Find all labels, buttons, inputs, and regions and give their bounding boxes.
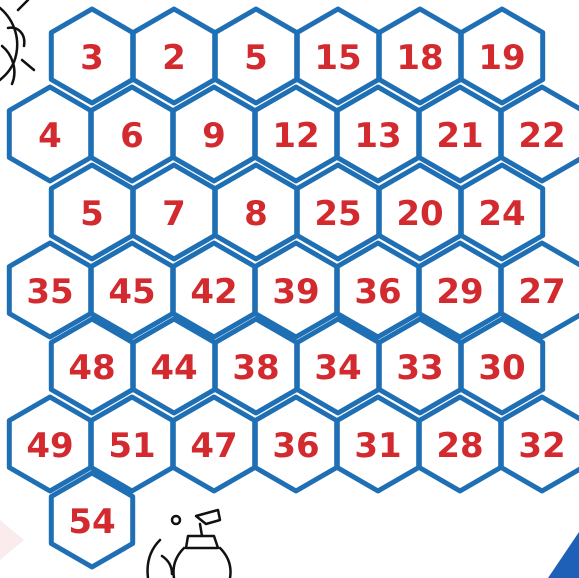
corner-fade	[0, 520, 24, 560]
hex-cell[interactable]: 25	[297, 165, 378, 259]
hex-cell-number: 19	[478, 38, 525, 78]
hex-cell[interactable]: 13	[337, 87, 418, 181]
hex-cell[interactable]: 24	[461, 165, 542, 259]
hex-cell-number: 47	[190, 426, 237, 466]
bug-doodle-icon	[0, 0, 34, 86]
hex-cell-number: 3	[80, 38, 104, 78]
hex-cell-number: 8	[244, 194, 268, 234]
hex-cell-number: 5	[244, 38, 268, 78]
hex-cell[interactable]: 8	[215, 165, 296, 259]
hex-cell-number: 34	[314, 348, 361, 388]
hex-cell-number: 4	[38, 116, 62, 156]
hex-cell-number: 15	[314, 38, 361, 78]
corner-triangle	[548, 532, 579, 578]
hex-cell-number: 7	[162, 194, 186, 234]
hex-cell-number: 36	[272, 426, 319, 466]
hex-cell-number: 31	[354, 426, 401, 466]
hex-cell[interactable]: 5	[51, 165, 132, 259]
hex-cell-number: 5	[80, 194, 104, 234]
hex-cell[interactable]: 34	[297, 319, 378, 413]
hex-cell[interactable]: 2	[133, 9, 214, 103]
hex-cell[interactable]: 5	[215, 9, 296, 103]
hex-cell[interactable]: 7	[133, 165, 214, 259]
hex-cell-number: 2	[162, 38, 186, 78]
hex-cell-number: 30	[478, 348, 525, 388]
hex-cell-number: 54	[68, 502, 115, 542]
hex-cell[interactable]: 35	[9, 243, 90, 337]
hex-cell-number: 9	[202, 116, 226, 156]
hex-cell-number: 35	[26, 272, 73, 312]
hex-cell-number: 27	[518, 272, 565, 312]
hex-cell[interactable]: 22	[501, 87, 579, 181]
hex-cell[interactable]: 36	[255, 397, 336, 491]
hex-cell-number: 12	[272, 116, 319, 156]
hex-cell-number: 28	[436, 426, 483, 466]
hex-cell-number: 20	[396, 194, 443, 234]
hex-cell[interactable]: 9	[173, 87, 254, 181]
hex-cell[interactable]: 6	[91, 87, 172, 181]
hex-cell-number: 39	[272, 272, 319, 312]
hex-cell-number: 32	[518, 426, 565, 466]
hex-cell[interactable]: 20	[379, 165, 460, 259]
hex-cell[interactable]: 4	[9, 87, 90, 181]
hex-cell-number: 51	[108, 426, 155, 466]
hex-cell[interactable]: 32	[501, 397, 579, 491]
hex-cell-number: 25	[314, 194, 361, 234]
hex-cell[interactable]: 18	[379, 9, 460, 103]
hex-cell[interactable]: 12	[255, 87, 336, 181]
hex-cell-number: 42	[190, 272, 237, 312]
hex-cell[interactable]: 30	[461, 319, 542, 413]
hex-cell[interactable]: 54	[51, 473, 132, 567]
hex-cell-number: 21	[436, 116, 483, 156]
hex-cell-number: 24	[478, 194, 525, 234]
hex-cell[interactable]: 31	[337, 397, 418, 491]
hex-cell-number: 38	[232, 348, 279, 388]
hex-cell[interactable]: 38	[215, 319, 296, 413]
hex-cell[interactable]: 44	[133, 319, 214, 413]
hex-cell[interactable]: 48	[51, 319, 132, 413]
hex-cell-number: 36	[354, 272, 401, 312]
hex-cell-number: 33	[396, 348, 443, 388]
hex-cell-number: 13	[354, 116, 401, 156]
soap-dispenser-icon	[148, 510, 231, 578]
hex-cell[interactable]: 21	[419, 87, 500, 181]
hex-cell-number: 49	[26, 426, 73, 466]
hex-cell[interactable]: 47	[173, 397, 254, 491]
hex-cell[interactable]: 33	[379, 319, 460, 413]
hex-cell-number: 22	[518, 116, 565, 156]
hex-cell-number: 48	[68, 348, 115, 388]
hex-cell[interactable]: 19	[461, 9, 542, 103]
hex-cell-number: 45	[108, 272, 155, 312]
hex-cell[interactable]: 3	[51, 9, 132, 103]
hex-cell-number: 6	[120, 116, 144, 156]
hex-cell[interactable]: 28	[419, 397, 500, 491]
hex-cell-number: 29	[436, 272, 483, 312]
hex-cell[interactable]: 49	[9, 397, 90, 491]
hex-cell[interactable]: 15	[297, 9, 378, 103]
hex-cell-number: 44	[150, 348, 197, 388]
hex-cell-number: 18	[396, 38, 443, 78]
